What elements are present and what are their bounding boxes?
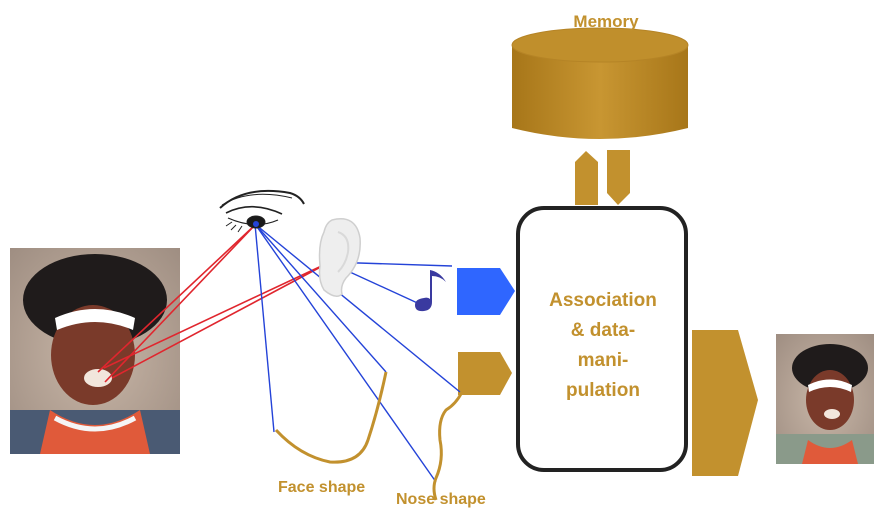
face-shape-curve — [274, 371, 388, 464]
processor-line-1: Association — [549, 290, 657, 311]
processor-line-3: mani- — [578, 350, 629, 371]
memory-exchange-arrows — [575, 150, 630, 205]
music-note-icon — [415, 268, 446, 312]
output-arrow — [692, 330, 758, 476]
ear-icon — [318, 218, 361, 297]
processor-line-4: pulation — [566, 380, 640, 401]
association-processor-box — [516, 206, 688, 472]
face-photo-right — [776, 334, 874, 464]
nose-shape-curve — [432, 391, 464, 501]
face-shape-label: Face shape — [278, 479, 365, 496]
memory-label: Memory — [573, 12, 639, 31]
eye-icon — [219, 189, 305, 233]
perception-blue-lines — [254, 223, 461, 483]
arrow-down-from-memory — [607, 150, 630, 205]
audio-input-arrow — [457, 268, 515, 315]
nose-shape-label: Nose shape — [396, 491, 486, 508]
face-photo-left — [10, 248, 180, 454]
memory-cylinder — [511, 27, 689, 139]
visual-input-arrow — [458, 352, 512, 395]
eye-to-face-red-lines — [97, 224, 331, 383]
arrow-up-to-memory — [575, 151, 598, 205]
processor-line-2: & data- — [571, 320, 635, 341]
